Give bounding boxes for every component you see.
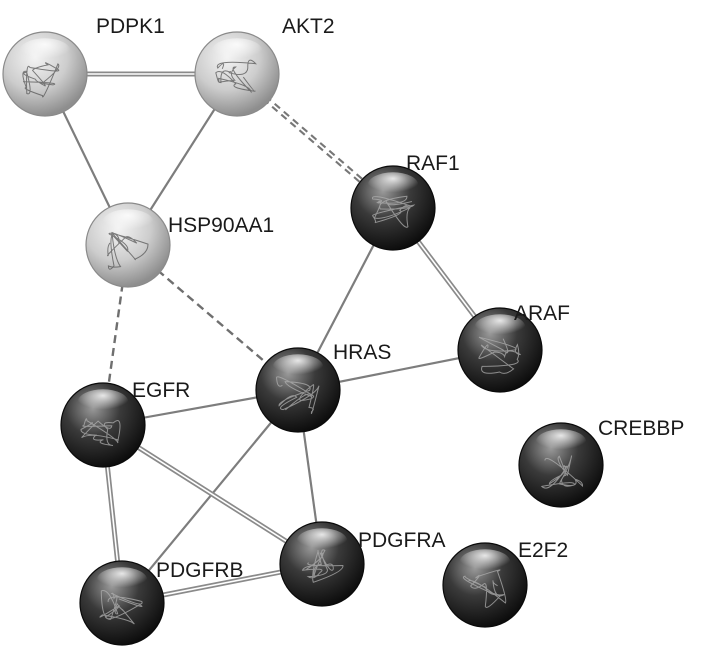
node-gloss [296, 528, 348, 554]
protein-structure-icon [99, 590, 143, 625]
node-gloss [367, 172, 419, 198]
node-gloss [19, 38, 71, 64]
node-gloss [474, 314, 526, 340]
node-e2f2[interactable]: E2F2 [442, 539, 568, 628]
protein-structure-icon [372, 195, 416, 228]
protein-structure-icon [22, 62, 60, 98]
node-gloss [535, 429, 587, 455]
node-label-e2f2: E2F2 [518, 539, 568, 562]
node-label-pdpk1: PDPK1 [96, 15, 165, 38]
node-crebbp[interactable]: CREBBP [518, 417, 684, 508]
node-label-akt2: AKT2 [282, 15, 335, 38]
node-gloss [459, 549, 511, 575]
node-label-raf1: RAF1 [406, 152, 460, 175]
edge-hras-pdgfrb [121, 389, 299, 604]
edge-egfr-pdgfra [101, 422, 324, 567]
node-araf[interactable]: ARAF [457, 302, 570, 393]
protein-structure-icon [478, 336, 521, 374]
node-gloss [272, 354, 324, 380]
node-hras[interactable]: HRAS [255, 341, 391, 433]
node-pdgfra[interactable]: PDGFRA [279, 521, 446, 607]
node-label-pdgfrb: PDGFRB [156, 559, 244, 582]
node-gloss [77, 389, 129, 415]
node-label-pdgfra: PDGFRA [358, 529, 446, 552]
node-label-crebbp: CREBBP [598, 417, 684, 440]
node-label-araf: ARAF [514, 302, 570, 325]
node-label-hsp90aa1: HSP90AA1 [168, 214, 274, 237]
node-egfr[interactable]: EGFR [60, 379, 190, 468]
node-gloss [96, 567, 148, 593]
node-gloss [211, 38, 263, 64]
node-hsp90aa1[interactable]: HSP90AA1 [85, 202, 274, 288]
node-raf1[interactable]: RAF1 [350, 152, 460, 251]
protein-structure-icon [301, 549, 344, 583]
protein-structure-icon [540, 455, 584, 489]
node-akt2[interactable]: AKT2 [194, 15, 335, 117]
protein-structure-icon [276, 376, 320, 414]
node-label-egfr: EGFR [132, 379, 190, 402]
node-pdgfrb[interactable]: PDGFRB [79, 559, 244, 646]
node-gloss [102, 209, 154, 235]
protein-structure-icon [107, 231, 149, 270]
node-pdpk1[interactable]: PDPK1 [2, 15, 165, 117]
node-label-hras: HRAS [333, 341, 391, 364]
protein-structure-icon [80, 418, 121, 446]
